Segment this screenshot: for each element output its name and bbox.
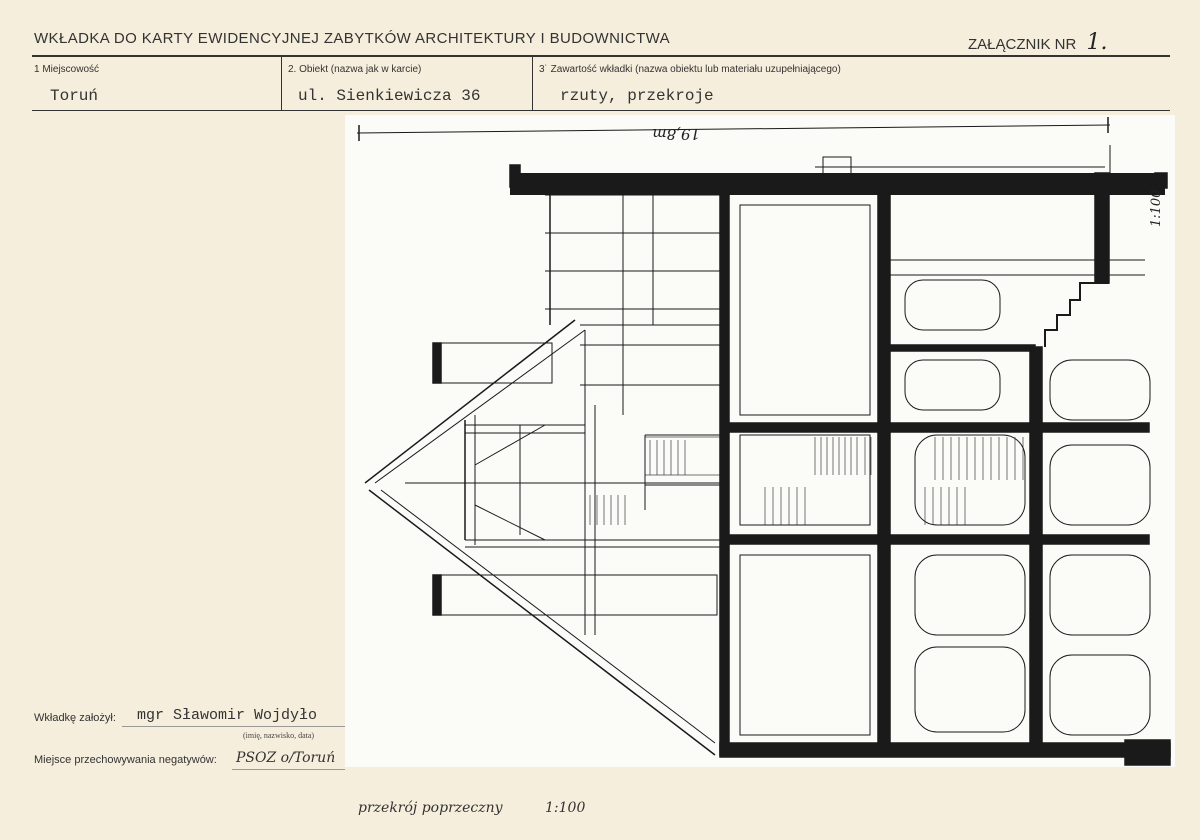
negatives-underline <box>232 769 345 770</box>
locality-value: Toruń <box>50 87 99 105</box>
caption-text: przekrój poprzeczny <box>358 800 503 816</box>
header-rule-bottom <box>32 110 1170 111</box>
header-rule-top <box>32 55 1170 57</box>
founder-underline <box>122 726 345 727</box>
founder-label: Wkładkę założył: <box>34 712 116 724</box>
field-divider-1 <box>281 55 282 110</box>
locality-label: 1 Miejscowość <box>34 64 100 75</box>
caption-scale: 1:100 <box>545 800 586 816</box>
annex-label-text: ZAŁĄCZNIK NR <box>968 36 1077 53</box>
object-value: ul. Sienkiewicza 36 <box>298 87 481 105</box>
negatives-label: Miejsce przechowywania negatywów: <box>34 754 217 766</box>
founder-value: mgr Sławomir Wojdyło <box>137 707 318 724</box>
field-divider-2 <box>532 55 533 110</box>
founder-hint: (imię, nazwisko, data) <box>243 731 315 740</box>
cross-section-drawing: 19,8m 1:100 <box>356 117 1171 766</box>
annex-number: 1. <box>1086 30 1108 55</box>
contents-value: rzuty, przekroje <box>560 87 714 105</box>
negatives-value: PSOZ o/Toruń <box>236 750 336 766</box>
drawing-scale-text: 1:100 <box>1149 190 1164 227</box>
cross-section-photo: 19,8m 1:100 <box>345 115 1175 767</box>
dimension-text: 19,8m <box>652 125 700 143</box>
object-label: 2. Obiekt (nazwa jak w karcie) <box>288 64 422 75</box>
annex-label: ZAŁĄCZNIK NR 1. <box>968 30 1108 55</box>
card-title: WKŁADKA DO KARTY EWIDENCYJNEJ ZABYTKÓW A… <box>34 30 671 47</box>
contents-label: 3˙ Zawartość wkładki (nazwa obiektu lub … <box>539 64 841 75</box>
